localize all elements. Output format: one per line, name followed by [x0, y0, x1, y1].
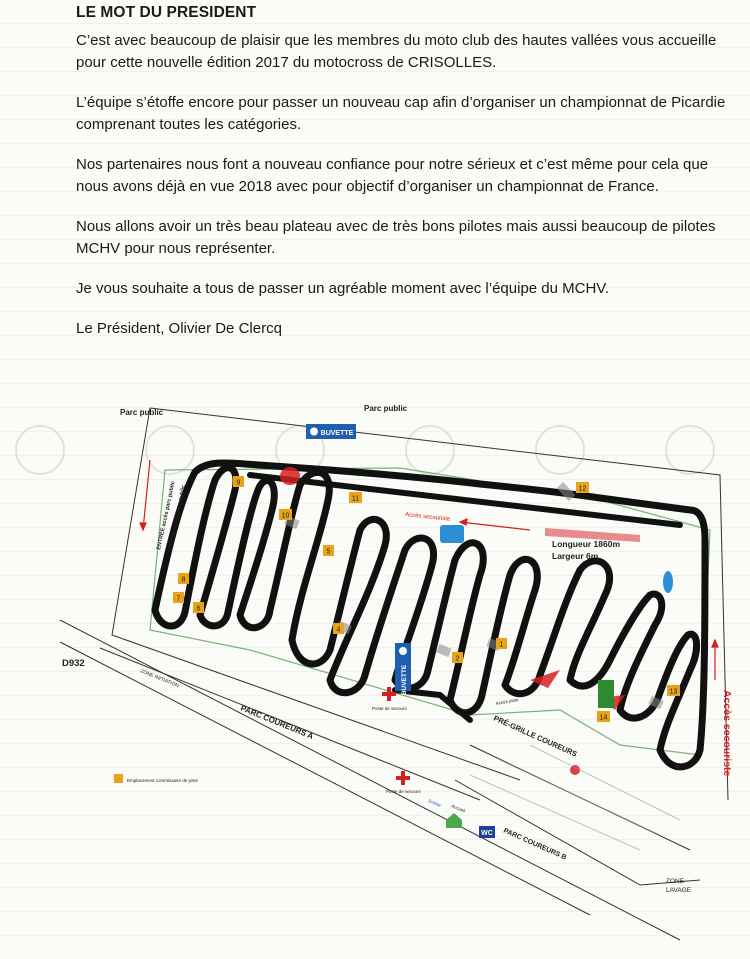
- svg-text:8: 8: [182, 577, 186, 584]
- label-d932: D932: [62, 658, 85, 669]
- marshal-post-2: 2: [452, 652, 463, 663]
- marshal-post-1: 1: [496, 638, 507, 649]
- label-legend-commissaire: Emplacement commissaire de piste: [127, 778, 199, 783]
- buvette-sign-center: BUVETTE: [395, 643, 411, 695]
- marshal-post-7: 7: [173, 592, 184, 603]
- label-zone-lavage-1: ZONE: [666, 878, 685, 885]
- svg-text:5: 5: [327, 549, 331, 556]
- letter-paragraph-3: Nos partenaires nous font a nouveau conf…: [76, 156, 709, 195]
- svg-text:14: 14: [600, 715, 608, 722]
- label-acces-secouriste-track: Accès secouriste: [405, 512, 451, 523]
- svg-text:6: 6: [197, 606, 201, 613]
- marshal-post-6: 6: [193, 602, 204, 613]
- label-acces-secouriste-side: Accès secouriste: [721, 690, 733, 777]
- letter-paragraph-1: C’est avec beaucoup de plaisir que les m…: [76, 32, 717, 71]
- label-entree-small: Entrée: [428, 798, 443, 808]
- marshal-posts: 1 2 4 5 6 7 8 9 10 11 12 13 14: [173, 476, 680, 722]
- letter-paragraph-4: Nous allons avoir un très beau plateau a…: [76, 218, 716, 257]
- marshal-post-14: 14: [597, 711, 610, 722]
- track-map: 1 2 4 5 6 7 8 9 10 11 12 13 14 BUVETTE B…: [15, 404, 733, 941]
- label-poste-secours-2: Poste de secours: [386, 789, 422, 794]
- label-accueil: Accueil: [451, 803, 466, 813]
- svg-text:BUVETTE: BUVETTE: [321, 430, 354, 437]
- svg-text:1: 1: [500, 642, 504, 649]
- site-outline: [59, 407, 729, 941]
- letter-title: LE MOT DU PRESIDENT: [76, 4, 257, 21]
- letter-paragraph-5: Je vous souhaite a tous de passer un agr…: [76, 280, 610, 297]
- marshal-post-11: 11: [349, 492, 362, 503]
- label-zone-lavage-2: LAVAGE: [666, 887, 692, 894]
- label-pre-grille: PRÉ-GRILLE COUREURS: [492, 714, 578, 759]
- buvette-sign-top: BUVETTE: [306, 424, 356, 439]
- water-features: [440, 525, 673, 593]
- svg-text:BUVETTE: BUVETTE: [401, 664, 408, 695]
- label-parc-public-left: Parc public: [120, 408, 164, 417]
- label-parc-coureurs-a: PARC COUREURS A: [239, 704, 315, 742]
- marshal-post-13: 13: [667, 685, 680, 696]
- svg-text:12: 12: [579, 486, 587, 493]
- svg-text:11: 11: [352, 496, 359, 503]
- letter-paragraph-2: L’équipe s’étoffe encore pour passer un …: [76, 94, 726, 133]
- wc-icon: WC: [479, 826, 495, 838]
- marshal-post-5: 5: [323, 545, 334, 556]
- race-track: [151, 459, 709, 771]
- svg-text:4: 4: [337, 627, 341, 634]
- danger-zones: [280, 467, 640, 775]
- label-acces-piste: Accès piste: [495, 697, 519, 706]
- marshal-post-10: 10: [279, 509, 292, 520]
- parking-rows: [469, 744, 681, 851]
- svg-text:13: 13: [670, 689, 678, 696]
- watermark-logos: [15, 425, 715, 475]
- accueil-icon: [446, 813, 462, 828]
- label-parc-coureurs-b: PARC COUREURS B: [502, 827, 567, 861]
- marshal-post-12: 12: [576, 482, 589, 493]
- pre-grille-box: [598, 680, 614, 708]
- svg-text:WC: WC: [481, 830, 493, 837]
- label-longueur: Longueur 1860m: [552, 539, 620, 549]
- svg-text:10: 10: [282, 513, 290, 520]
- marshal-post-8: 8: [178, 573, 189, 584]
- marshal-post-4: 4: [333, 623, 344, 634]
- letter-signature: Le Président, Olivier De Clercq: [76, 320, 282, 337]
- label-parc-public-top: Parc public: [364, 404, 408, 413]
- direction-arrows: [139, 459, 719, 680]
- svg-text:7: 7: [177, 596, 181, 603]
- label-poste-secours-1: Poste de secours: [372, 706, 408, 711]
- marshal-post-9: 9: [233, 476, 244, 487]
- president-letter: LE MOT DU PRESIDENT C’est avec beaucoup …: [76, 4, 736, 358]
- first-aid-icon-1: [382, 687, 396, 701]
- legend-marshal-swatch: [114, 774, 123, 783]
- svg-text:2: 2: [456, 656, 460, 663]
- first-aid-icon-2: [396, 771, 410, 785]
- label-largeur: Largeur 6m: [552, 551, 599, 561]
- svg-text:9: 9: [237, 480, 241, 487]
